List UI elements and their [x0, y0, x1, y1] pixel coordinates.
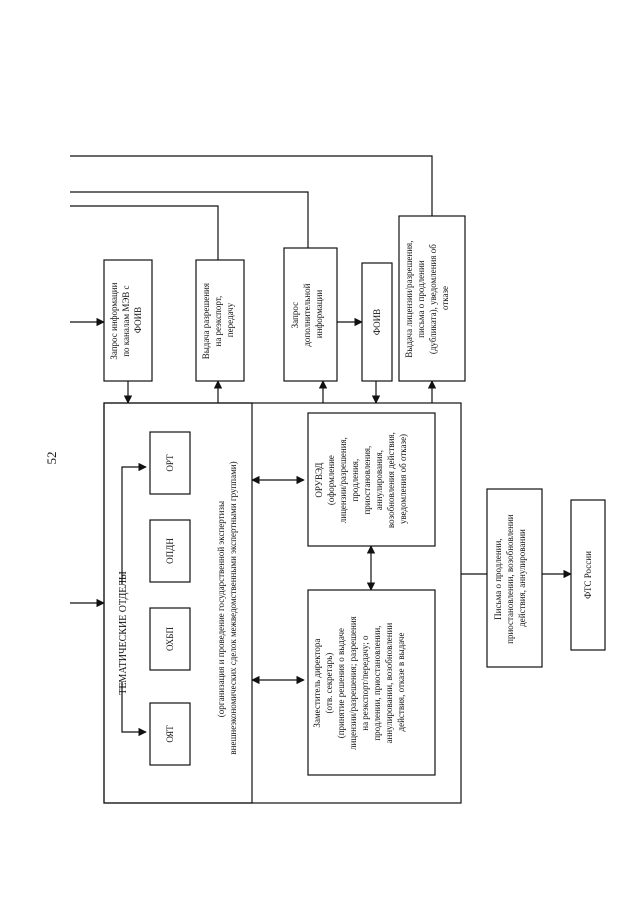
svg-text:Выдача разрешения на реэ: Выдача разрешения на реэкспорт, передачу: [201, 281, 235, 360]
request-additional-box: Запрос дополнительной информации: [283, 247, 338, 382]
svg-text:ФОИВ: ФОИВ: [372, 309, 382, 335]
page-number: 52: [44, 452, 59, 465]
issue-license-box: Выдача лицензии/разрешения, письма о про…: [398, 215, 466, 382]
thematic-section: [103, 402, 253, 804]
svg-text:ОПДН: ОПДН: [165, 538, 175, 564]
svg-text:ФТС России: ФТС России: [583, 551, 593, 599]
department-oyat: ОЯТ: [149, 702, 191, 766]
svg-text:Запрос дополнительной: Запрос дополнительной информации: [290, 281, 324, 346]
svg-text:Выдача лицензии/разрешения,: Выдача лицензии/разрешения, письма о про…: [404, 238, 450, 357]
issue-reexport-box: Выдача разрешения на реэкспорт, передачу: [195, 259, 245, 382]
oruved-box: ОРУВЭД (оформление лицензии/разрешения, …: [307, 412, 436, 547]
request-mev-box: Запрос информации по каналам МЭВ с ФОИВ: [103, 259, 153, 382]
thematic-branch-lines: [121, 462, 147, 737]
svg-text:Письма о продлении, прио: Письма о продлении, приостановлении, воз…: [493, 512, 527, 644]
fts-box: ФТС России: [570, 499, 606, 651]
svg-text:ОРТ: ОРТ: [165, 454, 175, 472]
svg-text:ОХБП: ОХБП: [165, 627, 175, 651]
department-opdn: ОПДН: [149, 519, 191, 583]
letters-box: Письма о продлении, приостановлении, воз…: [486, 488, 543, 668]
svg-text:ОРУВЭД (оформление: ОРУВЭД (оформление лицензии/разрешения, …: [314, 430, 408, 528]
thematic-description: (организация и проведение государственно…: [216, 461, 238, 754]
feedback-lines: [70, 155, 433, 260]
deputy-director-box: Заместитель директора (отв. секретарь) (…: [307, 589, 436, 776]
svg-text:ОЯТ: ОЯТ: [165, 725, 175, 743]
department-ohbp: ОХБП: [149, 607, 191, 671]
svg-text:Заместитель директора (о: Заместитель директора (отв. секретарь) (…: [312, 614, 406, 750]
department-ort: ОРТ: [149, 431, 191, 495]
foiv-box: ФОИВ: [361, 262, 393, 382]
svg-text:Запрос информации по кан: Запрос информации по каналам МЭВ с ФОИВ: [109, 280, 143, 359]
thematic-title: ТЕМАТИЧЕСКИЕ ОТДЕЛЫ: [118, 571, 129, 695]
